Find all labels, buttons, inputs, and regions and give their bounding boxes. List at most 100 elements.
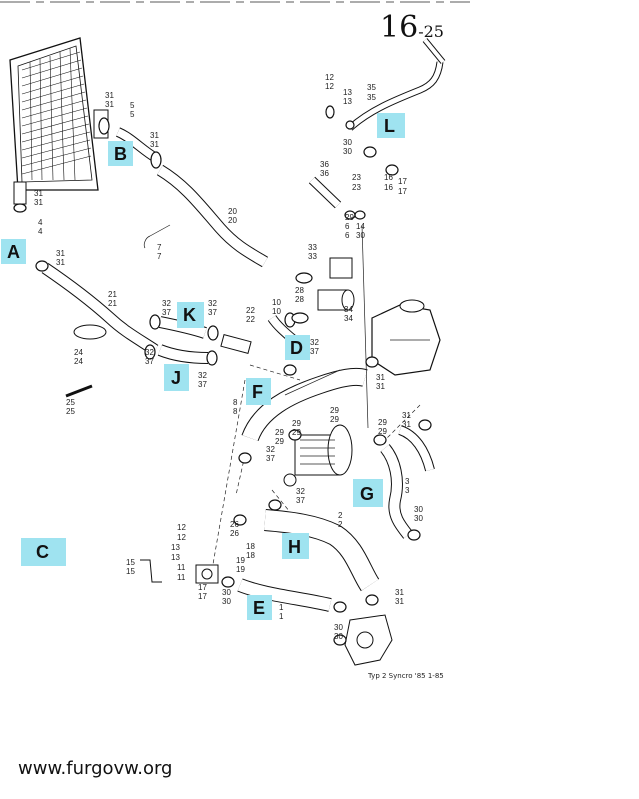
part-number: 21	[108, 290, 117, 299]
part-number: 13	[171, 543, 180, 552]
part-number: 3	[405, 486, 410, 495]
part-number: 21	[108, 299, 117, 308]
part-number: 11	[177, 573, 186, 582]
part-number: 31	[56, 258, 65, 267]
part-number: 14	[356, 222, 365, 231]
part-number: 30	[343, 138, 352, 147]
label-c: C	[36, 542, 49, 562]
part-number: 24	[74, 357, 83, 366]
page-number-sub: -25	[418, 22, 444, 41]
part-number: 13	[171, 553, 180, 562]
part-number: 16	[384, 183, 393, 192]
page-number-main: 16	[380, 10, 419, 45]
part-number: 25	[66, 407, 75, 416]
part-number: 31	[150, 131, 159, 140]
label-box-g	[353, 479, 383, 507]
radiator	[9, 37, 109, 205]
auxiliary-pump	[317, 257, 355, 311]
part-number: 7	[157, 252, 162, 261]
part-number: 36	[320, 160, 329, 169]
clamp-24	[73, 324, 107, 340]
part-number: 32	[145, 348, 154, 357]
label-a: A	[7, 242, 20, 262]
part-number: 22	[246, 315, 255, 324]
part-number: 22	[246, 306, 255, 315]
part-number: 29	[330, 415, 339, 424]
label-box-j	[164, 364, 189, 391]
part-number: 18	[246, 551, 255, 560]
part-number: 30	[414, 514, 423, 523]
bracket-15	[140, 559, 162, 583]
part-number: 10	[272, 307, 281, 316]
part-number: 26	[230, 529, 239, 538]
part-number: 28	[295, 286, 304, 295]
part-number: 23	[352, 183, 361, 192]
hose-clamps	[13, 105, 432, 646]
part-number: 30	[343, 147, 352, 156]
part-number: 31	[34, 189, 43, 198]
part-number: 30	[222, 597, 231, 606]
part-number: 37	[198, 380, 207, 389]
part-number: 37	[145, 357, 154, 366]
part-number: 32	[296, 487, 305, 496]
label-box-f	[246, 378, 271, 405]
label-box-e	[247, 595, 272, 620]
page-number: 16-25	[380, 10, 444, 45]
part-number: 30	[334, 623, 343, 632]
part-number: 29	[275, 428, 284, 437]
part-number: 15	[126, 558, 135, 567]
label-l: L	[384, 116, 395, 136]
part-number: 31	[395, 597, 404, 606]
part-number: 37	[310, 347, 319, 356]
part-number: 11	[177, 563, 186, 572]
part-number: 12	[177, 533, 186, 542]
part-number: 4	[38, 227, 43, 236]
part-number: 2	[338, 520, 343, 529]
part-number: 12	[325, 73, 334, 82]
part-number: 35	[367, 93, 376, 102]
coolant-pump	[283, 424, 353, 487]
wire-7	[143, 235, 151, 249]
part-number: 19	[236, 565, 245, 574]
part-number: 15	[126, 567, 135, 576]
part-number: 37	[208, 308, 217, 317]
part-number: 2	[338, 511, 343, 520]
label-box-l	[377, 113, 405, 138]
label-d: D	[290, 338, 303, 358]
part-number: 13	[343, 97, 352, 106]
part-number: 35	[367, 83, 376, 92]
part-number: 19	[236, 556, 245, 565]
part-number: 31	[376, 382, 385, 391]
label-j: J	[171, 368, 181, 388]
part-number: 17	[398, 177, 407, 186]
outlet-flange	[344, 614, 393, 666]
part-number: 33	[308, 252, 317, 261]
label-box-h	[282, 533, 309, 559]
flange-22	[220, 333, 252, 355]
part-number: 18	[246, 542, 255, 551]
part-number: 1	[279, 612, 284, 621]
part-number: 34	[344, 314, 353, 323]
part-number: 3	[405, 477, 410, 486]
part-number: 31	[105, 100, 114, 109]
part-number: 29	[330, 406, 339, 415]
part-number: 30	[356, 231, 365, 240]
part-number: 12	[177, 523, 186, 532]
part-number: 29	[292, 419, 301, 428]
part-number: 30	[222, 588, 231, 597]
part-number: 20	[228, 216, 237, 225]
part-number: 31	[150, 140, 159, 149]
part-number: 16	[384, 173, 393, 182]
part-number: 1	[279, 603, 284, 612]
website-url[interactable]: www.furgovw.org	[18, 758, 173, 779]
part-number: 5	[130, 110, 135, 119]
part-number: 25	[66, 398, 75, 407]
part-number: 29	[378, 418, 387, 427]
part-number: 6	[345, 222, 350, 231]
part-number: 28	[295, 295, 304, 304]
part-number: 30	[334, 632, 343, 641]
part-number: 29	[378, 427, 387, 436]
part-number: 7	[157, 243, 162, 252]
part-number: 32	[266, 445, 275, 454]
part-number: 6	[345, 231, 350, 240]
